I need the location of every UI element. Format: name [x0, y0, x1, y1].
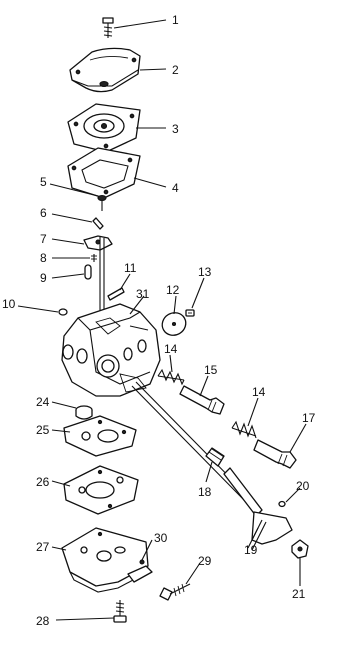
callout-label-29: 29 [198, 554, 212, 568]
callout-label-5: 5 [40, 175, 47, 189]
callout-label-3: 3 [172, 122, 179, 136]
part-14-spring-upper [157, 368, 185, 386]
part-29-screw [159, 583, 191, 601]
callout-label-24: 24 [36, 395, 50, 409]
part-31-carburetor-body [61, 303, 161, 397]
callout-label-6: 6 [40, 206, 47, 220]
callout-label-7: 7 [40, 232, 47, 246]
part-27-pump-cover [61, 527, 153, 593]
part-25-gasket [63, 415, 137, 457]
callout-label-8: 8 [40, 251, 47, 265]
callout-label-13: 13 [198, 265, 212, 279]
callout-label-26: 26 [36, 475, 50, 489]
part-19-lever [223, 467, 293, 551]
part-1-screw [102, 17, 114, 38]
part-24-plug [75, 405, 93, 420]
callout-label-19: 19 [244, 543, 258, 557]
part-30-pin [139, 559, 145, 565]
part-11-pin [107, 287, 125, 301]
callout-label-14-upper: 14 [164, 342, 178, 356]
callout-label-25: 25 [36, 423, 50, 437]
part-15-adjusting-needle [179, 385, 225, 415]
part-4-gasket [67, 147, 141, 199]
callout-label-21: 21 [292, 587, 306, 601]
callout-label-12: 12 [166, 283, 180, 297]
callout-label-10: 10 [2, 297, 16, 311]
leader-lines [17, 19, 307, 621]
callout-label-1: 1 [172, 13, 179, 27]
throttle-shaft [99, 236, 105, 316]
part-17-adjusting-needle [253, 439, 297, 469]
part-26-pump-diaphragm [63, 465, 139, 515]
callout-label-2: 2 [172, 63, 179, 77]
callout-label-30: 30 [154, 531, 168, 545]
part-12-throttle-valve [161, 312, 187, 336]
callout-label-14-lower: 14 [252, 385, 266, 399]
callout-label-27: 27 [36, 540, 50, 554]
part-9-inlet-needle [84, 264, 92, 280]
part-13-screw [185, 309, 195, 317]
callout-label-4: 4 [172, 181, 179, 195]
callout-label-9: 9 [40, 271, 47, 285]
callout-label-17: 17 [302, 411, 316, 425]
callout-label-28: 28 [36, 614, 50, 628]
part-18-spring [205, 447, 225, 467]
part-20-washer [278, 500, 286, 508]
part-10-washer [58, 308, 68, 316]
part-8-spring [91, 254, 97, 262]
callout-labels: 1 2 3 4 5 6 7 8 9 10 11 12 13 14 15 14 1… [2, 13, 316, 628]
part-28-screw [113, 600, 127, 623]
part-5-screw [97, 194, 107, 211]
callout-label-11: 11 [124, 261, 137, 275]
part-7-lever [83, 235, 113, 251]
callout-label-31: 31 [136, 287, 150, 301]
part-6-pin [92, 217, 104, 230]
part-2-cover [69, 47, 141, 93]
part-21-nut [291, 539, 309, 559]
callout-label-15: 15 [204, 363, 218, 377]
callout-label-18: 18 [198, 485, 212, 499]
part-14-spring-lower [231, 420, 257, 439]
callout-label-20: 20 [296, 479, 310, 493]
part-3-diaphragm [67, 103, 141, 153]
